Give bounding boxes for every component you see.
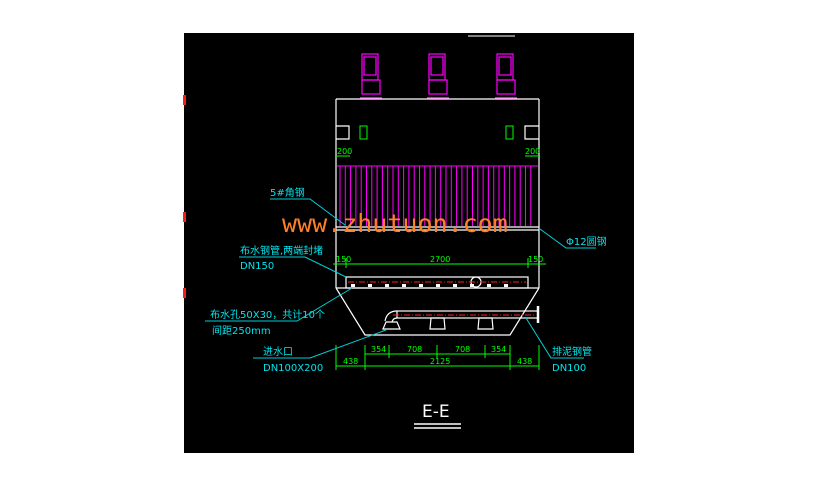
label-inlet: 进水口	[263, 346, 293, 358]
top-dims	[336, 125, 539, 157]
title-underline	[414, 423, 461, 429]
dim-c3: 438	[517, 357, 532, 366]
motor	[360, 53, 382, 99]
dim-b3: 708	[455, 345, 470, 354]
label-sludge-pipe: 排泥钢管	[552, 345, 592, 358]
motor-group	[360, 53, 517, 99]
label-sludge-pipe-size: DN100	[552, 363, 586, 374]
label-round-steel: Φ12圆钢	[566, 235, 607, 248]
distribution-hole	[504, 284, 508, 287]
label-dist-pipe-size: DN150	[240, 261, 274, 272]
dim-c1: 438	[343, 357, 358, 366]
gearbox	[428, 79, 448, 95]
label-angle-steel: 5#角钢	[270, 186, 305, 199]
label-dist-pipe: 布水钢管,两端封堵	[240, 244, 323, 257]
label-holes: 布水孔50X30，共计10个	[210, 308, 325, 321]
dimension-lines	[333, 258, 546, 370]
label-inlet-size: DN100X200	[263, 363, 323, 374]
dim-pipe-left: 150	[336, 255, 351, 264]
dim-b2: 708	[407, 345, 422, 354]
section-title: E-E	[422, 402, 450, 422]
dim-pipe-mid: 2700	[430, 255, 450, 264]
distribution-holes	[351, 284, 508, 287]
motor	[495, 53, 517, 99]
dim-c2: 2125	[430, 357, 450, 366]
motor-fins	[363, 56, 377, 76]
dim-top-left: 200	[337, 147, 352, 156]
dim-b4: 354	[491, 345, 506, 354]
motor-fins	[430, 56, 444, 76]
distribution-hole	[470, 284, 474, 287]
label-hole-spacing: 间距250mm	[212, 324, 271, 337]
tank-outline	[335, 98, 540, 336]
watermark: www.zhutuon.com	[282, 209, 508, 238]
leader-lines	[205, 198, 596, 359]
centerlines	[348, 281, 536, 316]
motor-fins	[498, 56, 512, 76]
distribution-hole	[453, 284, 457, 287]
motor	[427, 53, 449, 99]
distribution-hole	[419, 284, 423, 287]
distribution-hole	[351, 284, 355, 287]
gearbox	[361, 79, 381, 95]
distribution-hole	[402, 284, 406, 287]
distribution-hole	[385, 284, 389, 287]
dim-top-right: 200	[525, 147, 540, 156]
distribution-hole	[436, 284, 440, 287]
dim-b1: 354	[371, 345, 386, 354]
distribution-hole	[487, 284, 491, 287]
edge-markers	[183, 95, 186, 298]
dim-pipe-right: 150	[528, 255, 543, 264]
distribution-hole	[368, 284, 372, 287]
tube-bundle	[337, 165, 538, 226]
gearbox	[496, 79, 516, 95]
